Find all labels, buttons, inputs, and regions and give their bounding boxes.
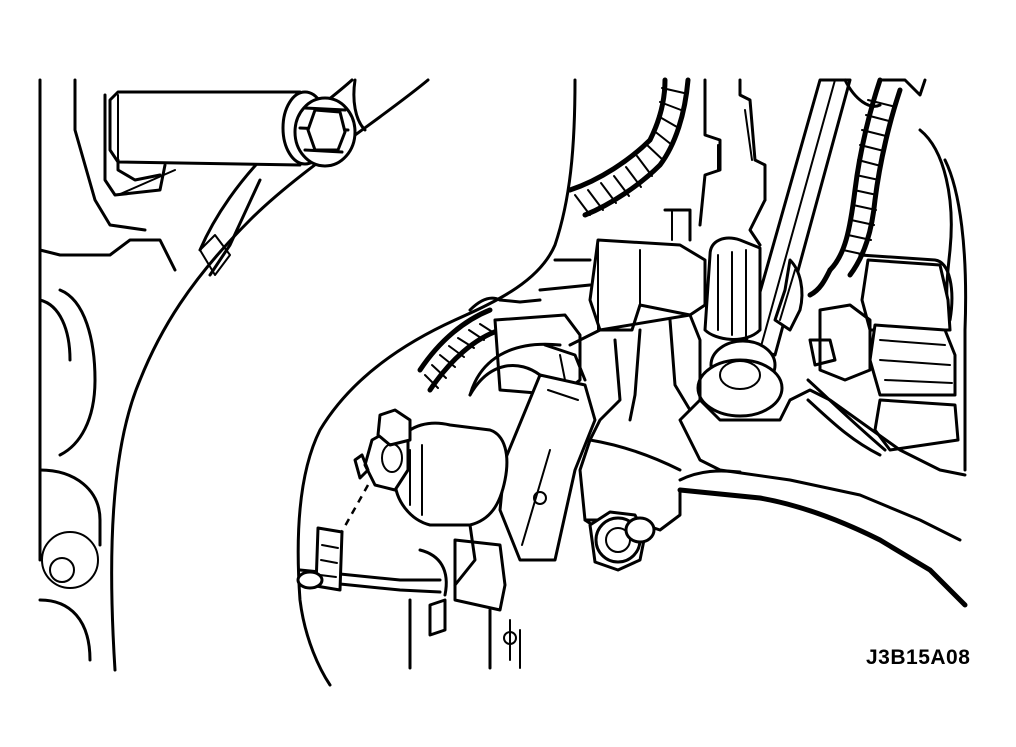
sensor-clip [703, 236, 804, 341]
mounting-bolt [588, 510, 656, 572]
dipstick-tube [696, 78, 852, 418]
electrical-connector [353, 408, 509, 587]
transmission-case [468, 238, 968, 608]
figure-code-label: J3B15A08 [866, 646, 971, 669]
cable-run [468, 258, 592, 312]
right-component [806, 78, 968, 472]
upper-bracket [663, 78, 767, 247]
retaining-pin [296, 484, 370, 592]
engine-block-left [38, 78, 177, 662]
cylinder-sleeve [108, 90, 357, 182]
